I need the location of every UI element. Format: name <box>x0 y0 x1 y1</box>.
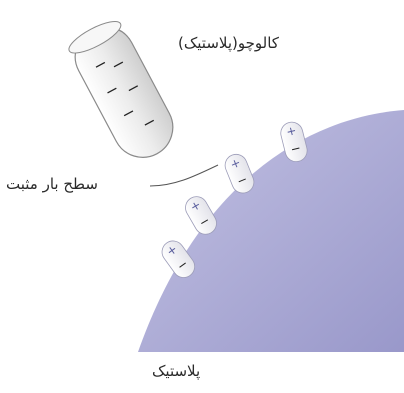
plastic-label: پلاستیک <box>152 362 200 380</box>
rod-label: کالوچو(پلاستیک) <box>178 34 279 52</box>
charged-rod: − − − − − − <box>64 15 183 168</box>
plastic-block <box>138 110 404 352</box>
surface-charge-label: سطح بار مثبت <box>6 175 98 193</box>
surface-leader-line <box>150 165 218 186</box>
